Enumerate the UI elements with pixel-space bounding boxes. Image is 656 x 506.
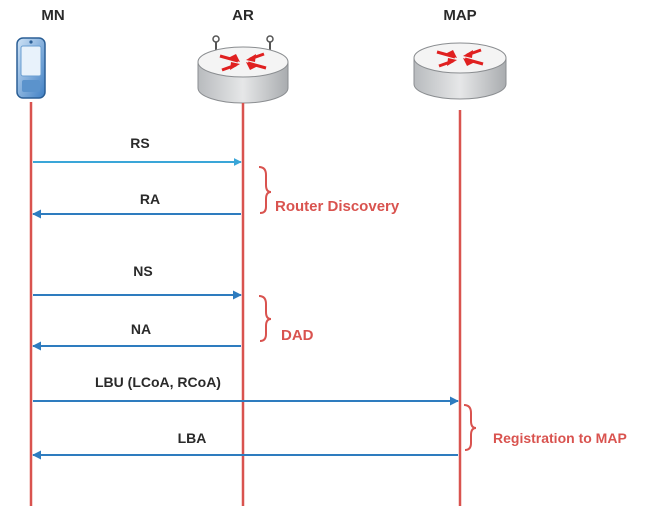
phase-dad: DAD bbox=[258, 295, 314, 344]
message-lbu: LBU (LCoA, RCoA) bbox=[33, 374, 459, 406]
message-ns: NS bbox=[33, 263, 242, 300]
message-na-label: NA bbox=[131, 321, 151, 337]
message-ra-label: RA bbox=[140, 191, 160, 207]
message-na: NA bbox=[32, 321, 241, 351]
brace-registration bbox=[463, 404, 477, 451]
message-lba: LBA bbox=[32, 430, 458, 460]
message-ra: RA bbox=[32, 191, 241, 219]
phase-dad-label: DAD bbox=[281, 327, 314, 344]
phase-router-discovery-label: Router Discovery bbox=[275, 198, 400, 215]
brace-router-discovery bbox=[258, 166, 272, 214]
message-rs: RS bbox=[33, 135, 242, 166]
brace-dad bbox=[258, 295, 272, 342]
phase-registration: Registration to MAP bbox=[463, 404, 627, 451]
phase-registration-label: Registration to MAP bbox=[493, 430, 627, 446]
message-lba-label: LBA bbox=[178, 430, 207, 446]
mobile-phone-icon bbox=[16, 37, 46, 99]
ar-label: AR bbox=[232, 7, 254, 24]
map-label: MAP bbox=[443, 7, 476, 24]
message-lbu-label: LBU (LCoA, RCoA) bbox=[95, 374, 221, 390]
message-ns-label: NS bbox=[133, 263, 152, 279]
access-router-icon bbox=[197, 35, 289, 104]
message-rs-label: RS bbox=[130, 135, 149, 151]
map-router-icon bbox=[413, 42, 507, 100]
phase-router-discovery: Router Discovery bbox=[258, 166, 400, 215]
mn-label: MN bbox=[41, 7, 64, 24]
